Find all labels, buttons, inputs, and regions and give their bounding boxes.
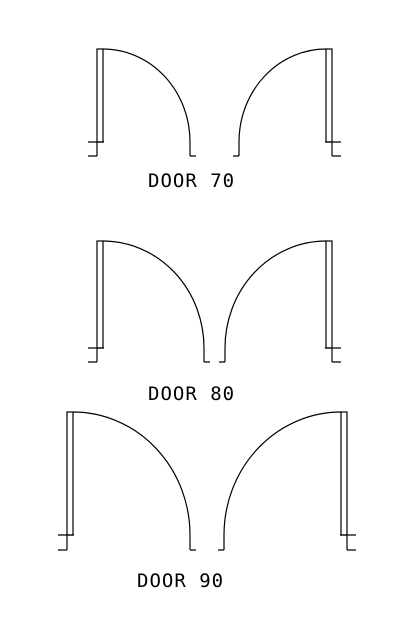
door-leaf-panel <box>66 411 74 536</box>
door-leaf-panel <box>96 48 104 143</box>
door-jamb-hinge <box>58 534 74 551</box>
door-jamb-strike <box>203 348 210 363</box>
door-jamb-strike <box>189 142 196 157</box>
door-jamb-strike <box>233 142 240 157</box>
door-90-left-leaf <box>58 411 196 551</box>
door-jamb-hinge <box>325 141 341 157</box>
door-jamb-strike <box>219 348 226 363</box>
door-70-left-leaf <box>88 48 196 157</box>
door-swing-arc <box>102 240 205 349</box>
door-90-group: DOOR 90 <box>58 411 356 592</box>
door-leaf-panel <box>325 48 333 143</box>
door-70-right-leaf <box>233 48 341 157</box>
door-70-label: DOOR 70 <box>148 170 235 192</box>
door-70-group: DOOR 70 <box>88 48 341 192</box>
door-swing-arc <box>238 48 327 143</box>
door-swing-arc <box>224 240 327 349</box>
door-80-right-leaf <box>219 240 341 363</box>
door-leaf-panel <box>340 411 348 536</box>
door-swing-arc <box>102 48 191 143</box>
door-swing-arc <box>223 411 342 536</box>
door-jamb-hinge <box>325 347 341 363</box>
door-90-label: DOOR 90 <box>137 570 224 592</box>
door-jamb-strike <box>218 535 225 551</box>
door-swing-arc <box>72 411 191 536</box>
door-jamb-strike <box>189 535 196 551</box>
door-90-right-leaf <box>218 411 356 551</box>
door-80-label: DOOR 80 <box>148 383 235 405</box>
door-leaf-panel <box>96 240 104 349</box>
door-jamb-hinge <box>88 141 104 157</box>
door-80-group: DOOR 80 <box>88 240 341 405</box>
door-jamb-hinge <box>88 347 104 363</box>
door-jamb-hinge <box>340 534 356 551</box>
door-80-left-leaf <box>88 240 210 363</box>
door-leaf-panel <box>325 240 333 349</box>
